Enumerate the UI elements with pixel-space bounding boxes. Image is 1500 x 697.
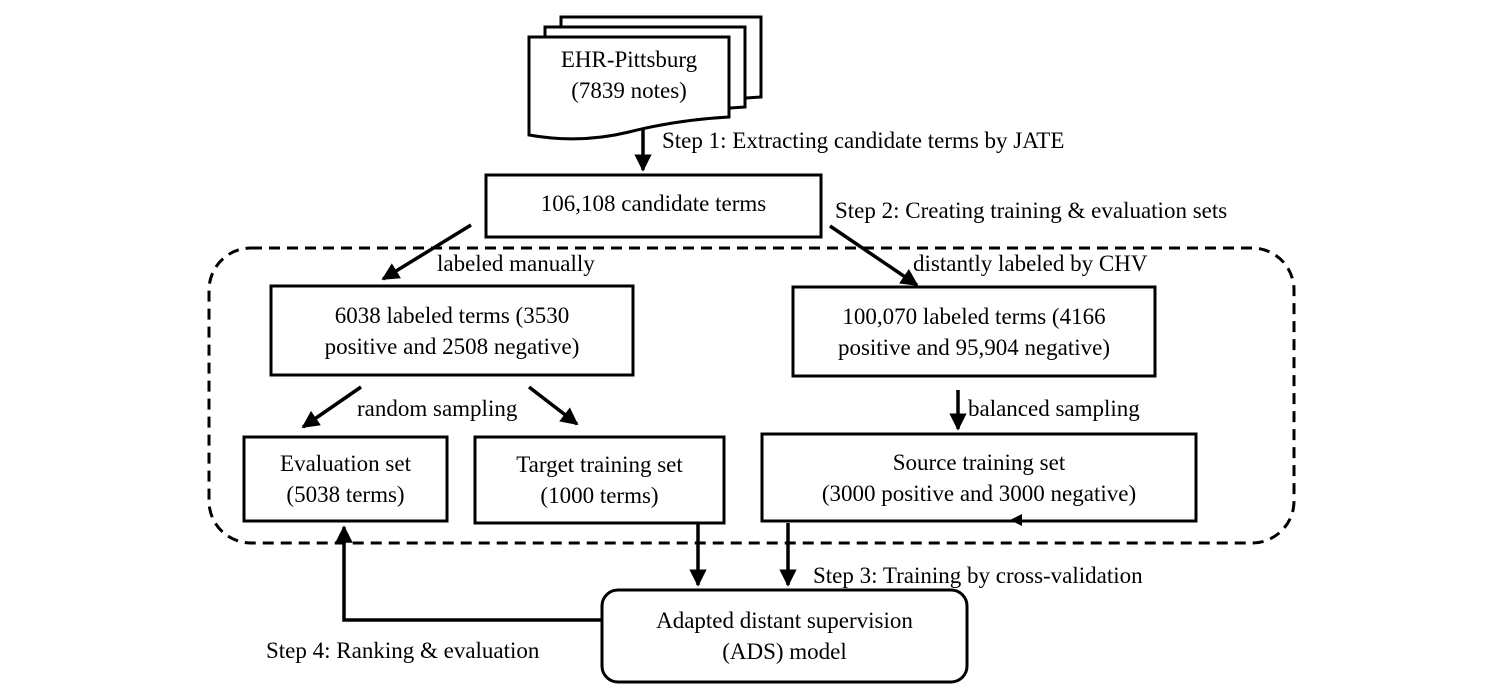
- source-box-inner-arrowhead: [1010, 514, 1022, 526]
- evaluation-set: Evaluation set (5038 terms): [244, 437, 447, 521]
- random-sampling-label: random sampling: [357, 396, 518, 421]
- distant-labeled-terms: 100,070 labeled terms (4166 positive and…: [793, 287, 1155, 376]
- arrow-manual-to-target: [527, 385, 579, 426]
- source-training-set-box: [760, 432, 1198, 523]
- evaluation-set-box: [242, 435, 449, 523]
- labeled-manually-label: labeled manually: [437, 251, 595, 276]
- target-training-set-box: [473, 435, 726, 525]
- target-training-set: Target training set (1000 terms): [475, 437, 724, 523]
- arrow-candidates-to-distant: [829, 224, 919, 287]
- manual-labeled-terms: 6038 labeled terms (3530 positive and 25…: [271, 286, 633, 375]
- arrow-model-to-evaluation: [335, 525, 602, 622]
- distant-labeled-line1: 100,070 labeled terms (4166: [842, 303, 1106, 329]
- dataset-group-boundary: [207, 246, 1296, 545]
- target-training-set-count: (1000 terms): [540, 483, 659, 508]
- source-training-set: Source training set (3000 positive and 3…: [762, 434, 1196, 521]
- distant-labeled-box: [791, 285, 1157, 378]
- ads-model-box: [600, 588, 969, 684]
- evaluation-set-count: (5038 terms): [286, 482, 405, 507]
- arrow-manual-to-evaluation: [301, 385, 362, 429]
- manual-labeled-line2: positive and 2508 negative): [324, 333, 580, 359]
- document-stack-shape: [527, 15, 763, 141]
- step4-label: Step 4: Ranking & evaluation: [266, 638, 540, 663]
- step3-label: Step 3: Training by cross-validation: [813, 563, 1143, 588]
- candidate-terms-box: [484, 173, 823, 239]
- distant-labeled-line2: positive and 95,904 negative): [837, 334, 1111, 360]
- candidate-terms-label: 106,108 candidate terms: [540, 190, 767, 216]
- target-training-set-title: Target training set: [516, 452, 683, 477]
- step1-label: Step 1: Extracting candidate terms by JA…: [662, 128, 1065, 153]
- ehr-pittsburg-doc: EHR-Pittsburg (7839 notes): [531, 44, 727, 106]
- arrow-candidates-to-manual: [381, 223, 472, 281]
- source-training-set-title: Source training set: [892, 449, 1066, 475]
- manual-labeled-box: [269, 284, 635, 377]
- doc-title: EHR-Pittsburg: [560, 47, 698, 72]
- evaluation-set-title: Evaluation set: [280, 451, 411, 476]
- ads-model-line1: Adapted distant supervision: [656, 608, 913, 633]
- distantly-labeled-label: distantly labeled by CHV: [913, 251, 1148, 276]
- manual-labeled-line1: 6038 labeled terms (3530: [334, 302, 570, 328]
- doc-count: (7839 notes): [571, 78, 687, 103]
- step2-label: Step 2: Creating training & evaluation s…: [835, 198, 1228, 223]
- source-training-set-count: (3000 positive and 3000 negative): [821, 480, 1137, 506]
- ads-model-line2: (ADS) model: [722, 639, 847, 664]
- balanced-sampling-label: balanced sampling: [968, 396, 1140, 421]
- ads-model: Adapted distant supervision (ADS) model: [602, 590, 967, 682]
